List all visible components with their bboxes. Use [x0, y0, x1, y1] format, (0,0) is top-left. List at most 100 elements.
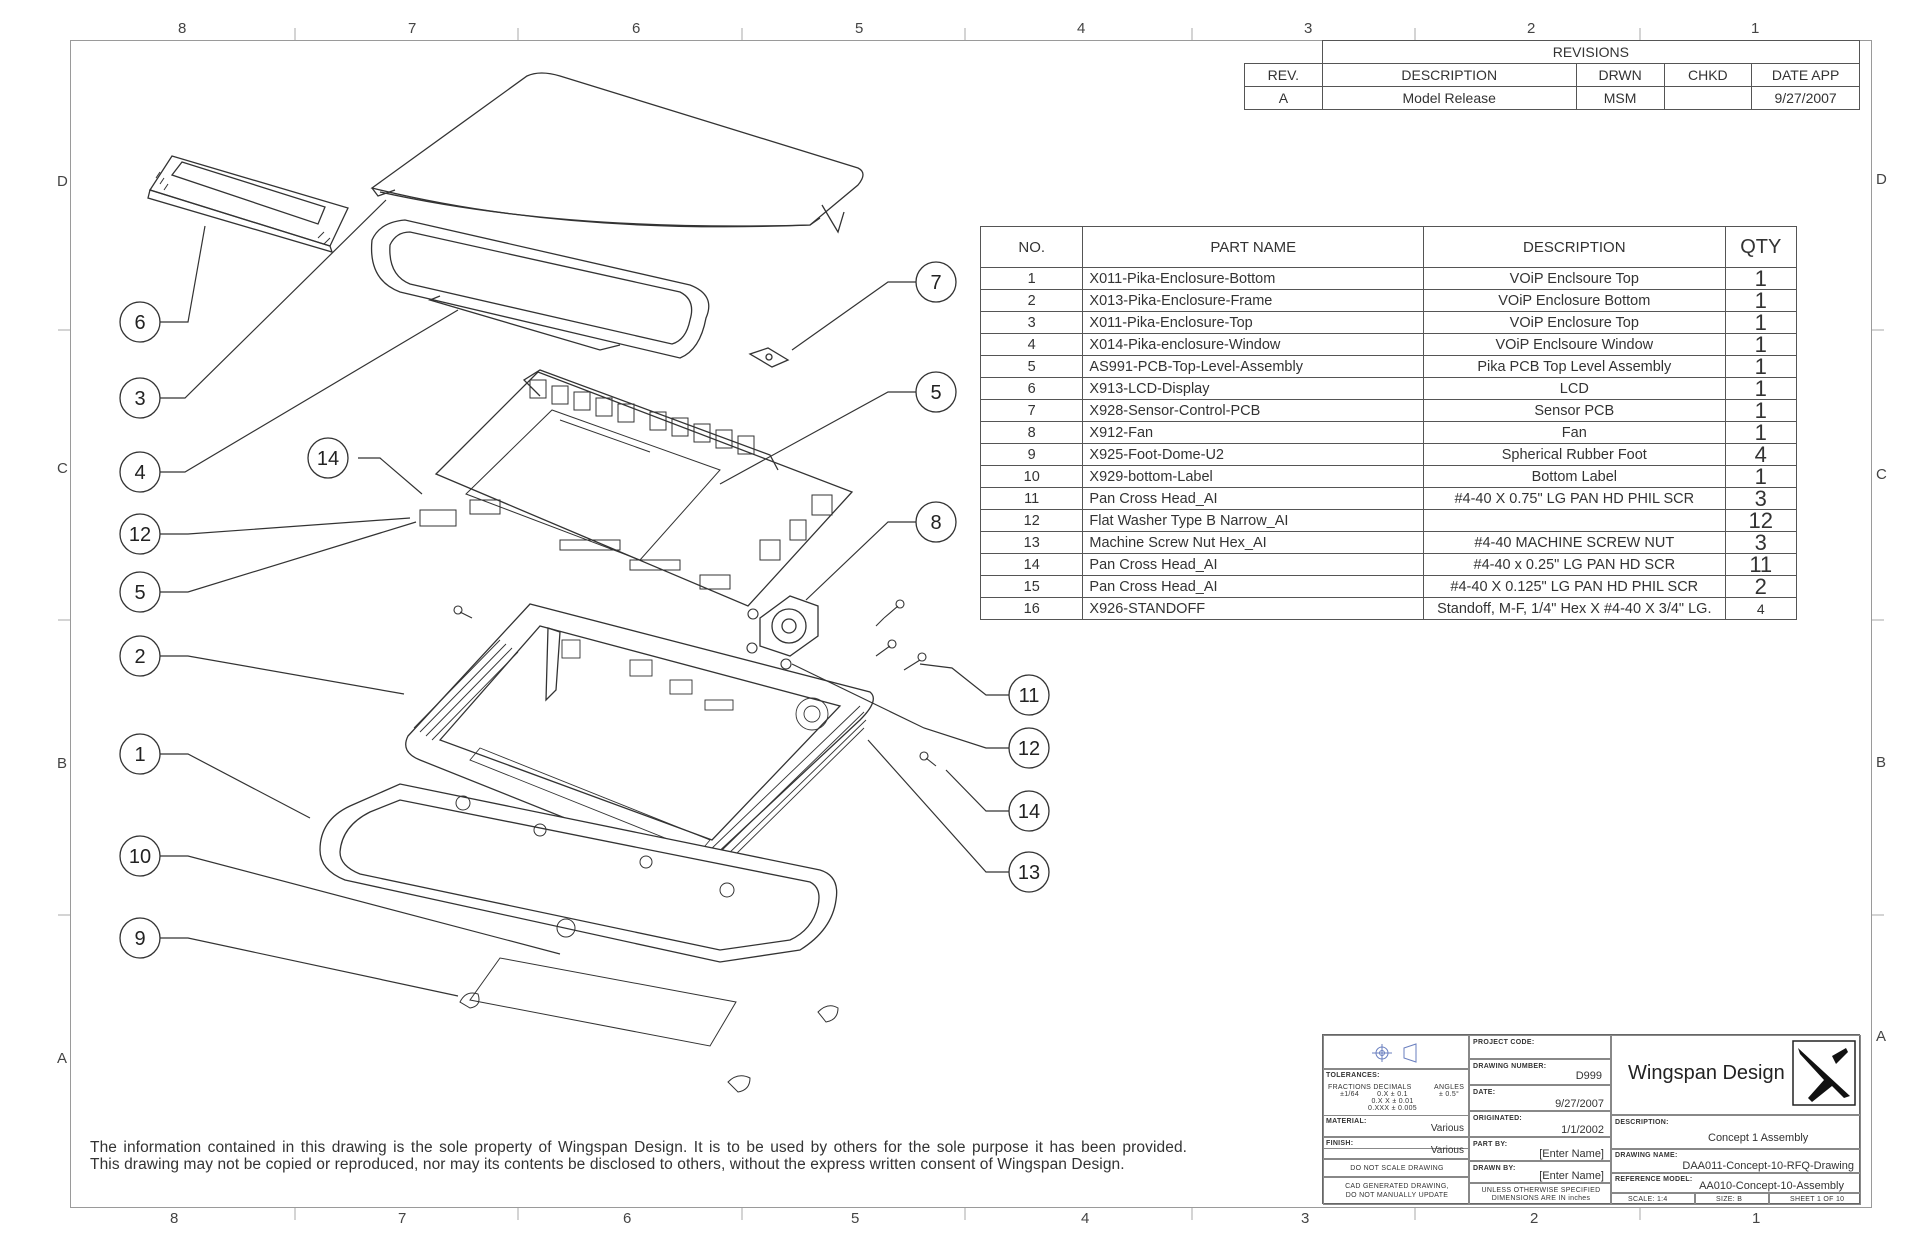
do-not-scale-cell: DO NOT SCALE DRAWING: [1323, 1159, 1469, 1177]
drawing-number-label: DRAWING NUMBER:: [1473, 1063, 1547, 1070]
balloon-3: [119, 377, 161, 419]
enclosure-top-part: [370, 72, 864, 228]
balloon-12-left-label: 12: [129, 524, 151, 546]
bom-no-cell: 15: [979, 575, 1084, 598]
zone-top-4: 4: [1077, 20, 1086, 37]
originated-label: ORIGINATED:: [1473, 1115, 1523, 1122]
zone-top-3: 3: [1304, 20, 1313, 37]
balloon-4-label: 4: [134, 462, 145, 484]
sheet-cell: SHEET 1 OF 10: [1769, 1193, 1861, 1205]
bom-qty-cell: 1: [1724, 421, 1798, 444]
zone-top-1: 1: [1751, 20, 1760, 37]
balloon-2-label: 2: [134, 646, 145, 668]
bom-part-name-cell: X925-Foot-Dome-U2: [1082, 443, 1425, 466]
bom-qty-cell: 2: [1724, 575, 1798, 598]
zone-bottom-3: 3: [1301, 1210, 1310, 1227]
balloon-14-left-label: 14: [317, 448, 339, 470]
zone-bottom-8: 8: [170, 1210, 179, 1227]
bom-no-cell: 12: [979, 509, 1084, 532]
balloon-9: [119, 917, 161, 959]
cad-note: CAD GENERATED DRAWING, DO NOT MANUALLY U…: [1345, 1183, 1449, 1199]
bom-part-name-cell: Pan Cross Head_AI: [1082, 487, 1425, 510]
wingspan-logo-icon: [1792, 1040, 1856, 1106]
zone-bottom-4: 4: [1081, 1210, 1090, 1227]
balloon-14-right-label: 14: [1018, 801, 1040, 823]
description-header: DESCRIPTION: [1321, 62, 1577, 87]
project-code-cell: PROJECT CODE:: [1469, 1035, 1611, 1059]
zone-right-b: B: [1876, 754, 1887, 771]
description-cell: Model Release: [1321, 85, 1577, 110]
zone-top-8: 8: [178, 20, 187, 37]
date-value: 9/27/2007: [1555, 1098, 1604, 1110]
zone-bottom-1: 1: [1752, 1210, 1761, 1227]
fan-part: [759, 595, 819, 657]
size-value: SIZE: B: [1716, 1196, 1743, 1203]
zone-left-b: B: [57, 755, 68, 772]
drawing-name-value: DAA011-Concept-10-RFQ-Drawing: [1682, 1160, 1854, 1172]
reference-model-cell: REFERENCE MODEL: AA010-Concept-10-Assemb…: [1611, 1173, 1861, 1193]
balloon-8-label: 8: [930, 512, 941, 534]
bom-description-cell: #4-40 X 0.75" LG PAN HD PHIL SCR: [1423, 487, 1726, 510]
balloon-14-left: [307, 437, 349, 479]
bom-qty-cell: 1: [1724, 311, 1798, 334]
bom-part-name-cell: X929-bottom-Label: [1082, 465, 1425, 488]
balloon-2: [119, 635, 161, 677]
originated-value: 1/1/2002: [1561, 1124, 1604, 1136]
bom-description-cell: LCD: [1423, 377, 1726, 400]
zone-top-6: 6: [632, 20, 641, 37]
balloon-1: [119, 733, 161, 775]
chkd-cell: [1663, 85, 1753, 110]
bom-part-name-cell: X926-STANDOFF: [1082, 597, 1425, 620]
material-cell: MATERIAL: Various: [1323, 1115, 1469, 1137]
bom-qty-cell: 1: [1724, 399, 1798, 422]
tolerances-cell: TOLERANCES: FRACTIONS ±1/64 DECIMALS 0.X…: [1323, 1069, 1469, 1149]
drawn-by-label: DRAWN BY:: [1473, 1165, 1516, 1172]
bom-description-cell: VOiP Enclsoure Window: [1423, 333, 1726, 356]
finish-label: FINISH:: [1326, 1140, 1354, 1147]
bom-description-cell: Standoff, M-F, 1/4" Hex X #4-40 X 3/4" L…: [1423, 597, 1726, 620]
bom-qty-cell: 1: [1724, 289, 1798, 312]
proprietary-note: The information contained in this drawin…: [90, 1139, 1187, 1173]
bom-no-cell: 10: [979, 465, 1084, 488]
drawing-name-cell: DRAWING NAME: DAA011-Concept-10-RFQ-Draw…: [1611, 1149, 1861, 1173]
bom-no-cell: 4: [979, 333, 1084, 356]
units-note-cell: UNLESS OTHERWISE SPECIFIED DIMENSIONS AR…: [1469, 1183, 1611, 1205]
drawing-border: [70, 40, 1872, 1208]
bom-part-name-cell: X913-LCD-Display: [1082, 377, 1425, 400]
bom-part-name-cell: Machine Screw Nut Hex_AI: [1082, 531, 1425, 554]
proprietary-note-line-2: This drawing may not be copied or reprod…: [90, 1156, 1125, 1173]
bom-qty-cell: 12: [1724, 509, 1798, 532]
balloon-9-label: 9: [134, 928, 145, 950]
drawing-number-cell: DRAWING NUMBER: D999: [1469, 1059, 1611, 1085]
balloon-13: [1008, 851, 1050, 893]
balloon-4: [119, 451, 161, 493]
zone-right-a: A: [1876, 1028, 1887, 1045]
balloon-10: [119, 835, 161, 877]
balloon-5-left: [119, 571, 161, 613]
material-value: Various: [1430, 1123, 1464, 1134]
bom-no-cell: 14: [979, 553, 1084, 576]
rev-header: REV.: [1244, 62, 1323, 87]
bom-qty-cell: 3: [1724, 531, 1798, 554]
zone-right-d: D: [1876, 171, 1887, 188]
drawn-by-cell: DRAWN BY: [Enter Name]: [1469, 1161, 1611, 1183]
reference-model-value: AA010-Concept-10-Assembly: [1699, 1180, 1844, 1192]
balloon-12-right-label: 12: [1018, 738, 1040, 760]
cad-note-cell: CAD GENERATED DRAWING, DO NOT MANUALLY U…: [1323, 1177, 1469, 1205]
part-by-cell: PART BY: [Enter Name]: [1469, 1137, 1611, 1161]
bom-qty-cell: 1: [1724, 377, 1798, 400]
bom-part-name-cell: Flat Washer Type B Narrow_AI: [1082, 509, 1425, 532]
bom-qty-cell: 3: [1724, 487, 1798, 510]
zone-top-7: 7: [408, 20, 417, 37]
sheet-value: SHEET 1 OF 10: [1790, 1196, 1845, 1203]
